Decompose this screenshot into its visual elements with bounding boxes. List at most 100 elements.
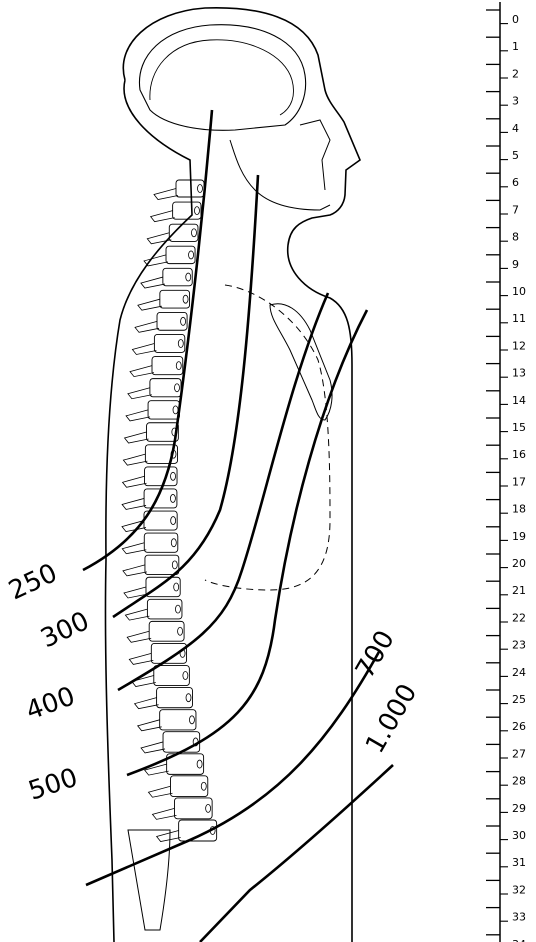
vertebra [149, 621, 184, 641]
foramen [171, 517, 176, 525]
ruler-label: 3 [512, 95, 519, 108]
spinous-process [157, 831, 181, 842]
ruler-label: 19 [512, 530, 526, 543]
spinous-process [152, 808, 176, 819]
ruler-label: 7 [512, 203, 519, 216]
vertebra [160, 710, 196, 730]
vertebra [160, 290, 190, 308]
foramen [206, 804, 211, 812]
vertebra [174, 798, 212, 819]
isodose-label: 400 [22, 681, 79, 726]
ruler-label: 12 [512, 339, 526, 352]
foramen [189, 251, 194, 259]
ruler-label: 5 [512, 149, 519, 162]
ruler-label: 14 [512, 394, 526, 407]
vertebra [170, 776, 207, 797]
foramen [178, 627, 183, 635]
ruler-label: 18 [512, 503, 526, 516]
foramen [186, 694, 191, 702]
foramen [183, 295, 188, 303]
spinous-process [123, 565, 147, 576]
ruler-label: 21 [512, 584, 526, 597]
foramen [176, 362, 181, 370]
ruler-label: 9 [512, 258, 519, 271]
ruler-label: 30 [512, 829, 526, 842]
spinous-process [154, 189, 178, 200]
ruler-label: 24 [512, 666, 526, 679]
thorax-outline [205, 285, 330, 590]
isodose-line [127, 310, 367, 775]
foramen [189, 716, 194, 724]
spinous-process [135, 698, 159, 709]
foramen [181, 317, 186, 325]
spinous-process [125, 432, 149, 443]
vertebra [173, 202, 201, 219]
ruler-label: 20 [512, 557, 526, 570]
foramen [183, 672, 188, 680]
spinous-process [126, 410, 150, 421]
spinous-process [125, 609, 149, 620]
vertebra [147, 599, 182, 619]
ruler-label: 27 [512, 747, 526, 760]
vertebra [154, 666, 190, 686]
spinous-process [151, 211, 175, 222]
ruler-label: 0 [512, 13, 519, 26]
foramen [172, 561, 177, 569]
isodose-label: 250 [4, 558, 62, 606]
foramen [197, 760, 202, 768]
vertebral-column [122, 180, 217, 930]
vertebra [166, 246, 195, 263]
ruler-label: 8 [512, 231, 519, 244]
vertebra [150, 379, 181, 397]
vertebra [163, 268, 192, 286]
ruler-label: 32 [512, 883, 526, 896]
spinous-process [138, 299, 162, 310]
isodose-line [200, 765, 393, 942]
spinous-process [141, 742, 165, 753]
spinous-process [132, 343, 156, 354]
ruler-label: 22 [512, 611, 526, 624]
foramen [194, 207, 199, 215]
ruler-label: 25 [512, 693, 526, 706]
vertebra [154, 334, 184, 352]
ruler-label: 31 [512, 856, 526, 869]
ruler-label: 11 [512, 312, 526, 325]
ruler-label: 15 [512, 421, 526, 434]
foramen [171, 539, 176, 547]
spinous-process [141, 277, 165, 288]
ruler-label: 10 [512, 285, 526, 298]
ruler-label: 26 [512, 720, 526, 733]
spinous-process [147, 233, 171, 244]
vertebra [145, 467, 177, 486]
ruler-label: 2 [512, 67, 519, 80]
foramen [198, 185, 203, 193]
vertebra [146, 577, 180, 596]
spinous-process [138, 720, 162, 731]
foramen [170, 494, 175, 502]
vertebra [157, 312, 187, 330]
ruler-label: 13 [512, 367, 526, 380]
foramen [191, 229, 196, 237]
spinous-process [123, 476, 147, 487]
spinous-process [123, 454, 147, 465]
ruler-label: 29 [512, 802, 526, 815]
vertebra [163, 732, 200, 752]
vertebra [147, 423, 179, 442]
vertebra [144, 533, 178, 552]
spinous-process [127, 631, 151, 642]
ruler-label: 6 [512, 176, 519, 189]
ruler-label: 34 [512, 938, 526, 942]
brain-line [150, 40, 294, 115]
isodose-label: 700 [350, 626, 401, 684]
spinous-process [148, 786, 172, 797]
vertebra [152, 357, 183, 375]
foramen [178, 339, 183, 347]
spinous-process [128, 388, 152, 399]
vertebra [148, 401, 179, 419]
ruler-label: 23 [512, 639, 526, 652]
foramen [186, 273, 191, 281]
isodose-line [83, 110, 212, 570]
ruler-label: 16 [512, 448, 526, 461]
spinous-process [135, 321, 159, 332]
